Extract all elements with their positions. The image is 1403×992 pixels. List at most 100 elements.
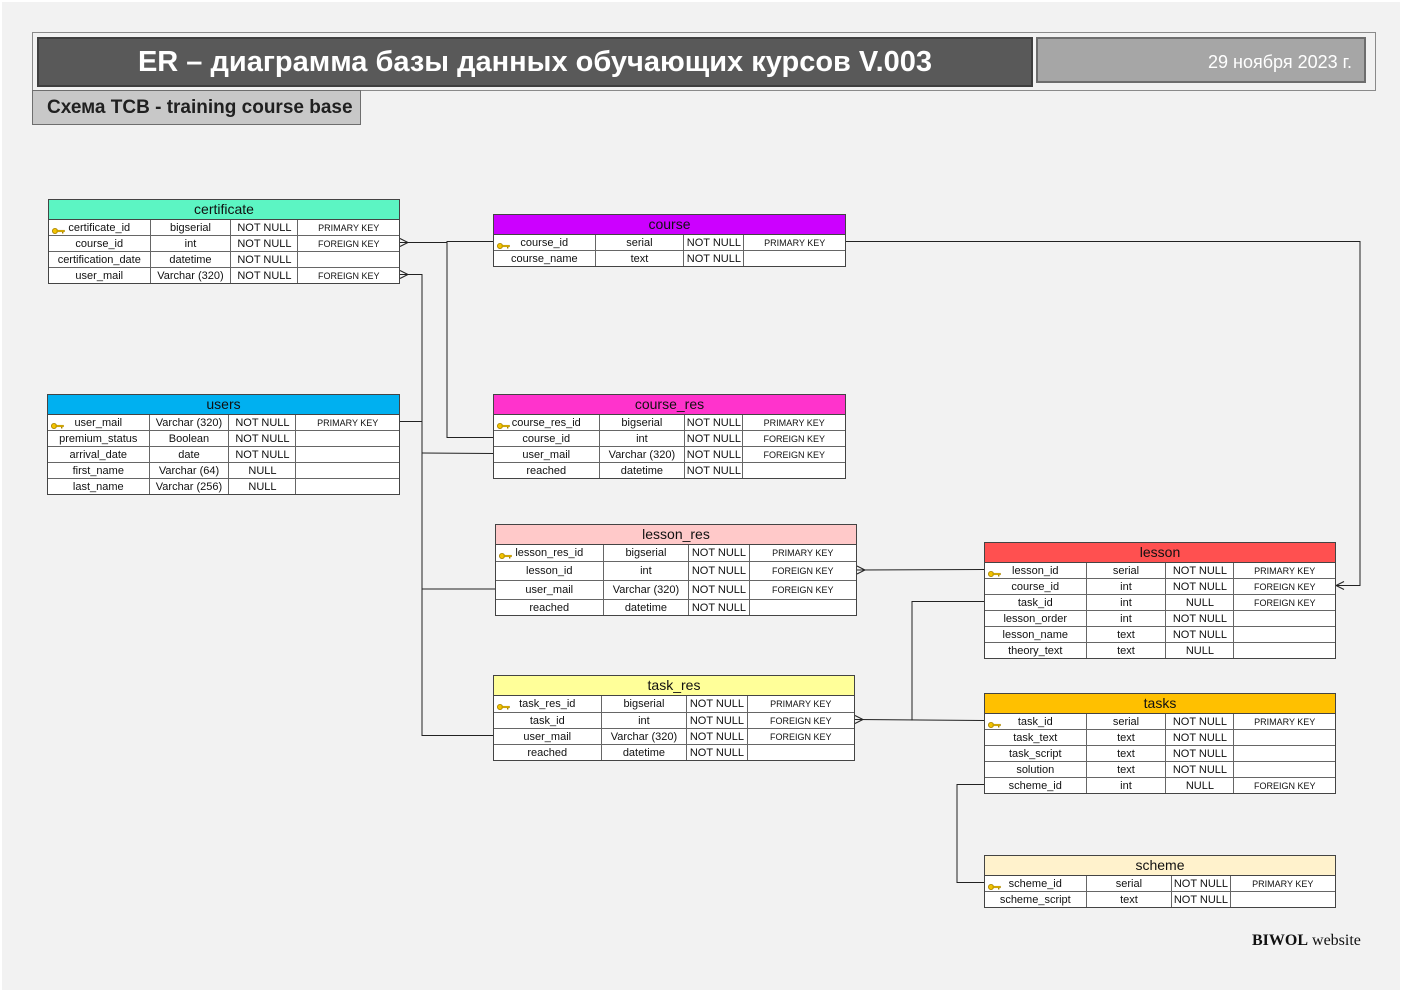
- crows-foot-marker: [856, 565, 867, 575]
- field-name: course_name: [494, 251, 596, 266]
- table-title: tasks: [985, 694, 1335, 714]
- field-nullability-text: NULL: [248, 480, 277, 493]
- field-constraint-text: FOREIGN KEY: [1253, 581, 1316, 592]
- field-nullability-text: NOT NULL: [235, 448, 290, 461]
- field-name-text: scheme_script: [999, 893, 1071, 906]
- field-nullability-text: NOT NULL: [1173, 893, 1229, 906]
- field-nullability: NOT NULL: [687, 745, 748, 760]
- field-constraint: PRIMARY KEY: [296, 415, 399, 430]
- field-nullability-text: NOT NULL: [689, 746, 745, 759]
- table-title: scheme: [985, 856, 1335, 876]
- table-title: lesson_res: [496, 525, 856, 545]
- field-nullability: NULL: [1166, 643, 1235, 658]
- field-constraint: FOREIGN KEY: [750, 562, 857, 580]
- field-name: scheme_script: [985, 892, 1087, 907]
- field-nullability-text: NOT NULL: [237, 237, 292, 250]
- field-name-text: user_mail: [522, 448, 571, 461]
- field-name: task_id: [985, 714, 1087, 729]
- field-nullability: NOT NULL: [685, 447, 744, 462]
- link-scheme-tasks: [956, 784, 984, 883]
- field-name-text: task_id: [1017, 715, 1053, 728]
- field-constraint: [743, 463, 845, 478]
- field-type: datetime: [600, 463, 686, 478]
- table-row: task_id serial NOT NULL PRIMARY KEY: [985, 714, 1335, 730]
- field-type-text: bigserial: [621, 416, 663, 429]
- field-name-text: reached: [527, 746, 568, 759]
- primary-key-icon: [497, 419, 510, 429]
- table-title: course: [494, 215, 845, 235]
- field-constraint: [296, 447, 399, 462]
- field-name: user_mail: [49, 268, 151, 283]
- field-name-text: solution: [1016, 763, 1055, 776]
- field-nullability: NOT NULL: [1166, 714, 1235, 729]
- field-type: text: [1087, 892, 1173, 907]
- field-name-text: lesson_order: [1003, 612, 1068, 625]
- field-nullability: NOT NULL: [689, 581, 750, 599]
- field-type: Varchar (320): [604, 581, 690, 599]
- field-constraint-text: PRIMARY KEY: [772, 548, 834, 558]
- field-nullability-text: NOT NULL: [691, 584, 747, 596]
- field-type-text: text: [630, 252, 649, 265]
- field-name-text: lesson_id: [1012, 564, 1059, 577]
- field-nullability: NOT NULL: [687, 713, 748, 728]
- primary-key-icon: [51, 419, 64, 429]
- field-type-text: bigserial: [625, 547, 667, 559]
- field-name-text: reached: [526, 464, 567, 477]
- field-type-text: datetime: [624, 601, 668, 614]
- field-constraint: [296, 479, 399, 494]
- field-nullability: NULL: [229, 479, 297, 494]
- field-name-text: user_mail: [523, 730, 572, 743]
- field-type: datetime: [602, 745, 688, 760]
- field-nullability: NOT NULL: [685, 431, 744, 446]
- field-nullability: NOT NULL: [685, 415, 744, 430]
- field-type: serial: [1087, 876, 1173, 891]
- field-nullability-text: NOT NULL: [235, 416, 290, 429]
- field-name: lesson_name: [985, 627, 1087, 642]
- field-nullability: NOT NULL: [687, 729, 748, 744]
- field-name-text: user_mail: [74, 416, 123, 429]
- link-course-course-res: [446, 241, 493, 438]
- field-type-text: int: [1120, 779, 1132, 792]
- field-name-text: lesson_name: [1002, 628, 1068, 641]
- field-constraint: PRIMARY KEY: [1234, 714, 1335, 729]
- field-name: scheme_id: [985, 778, 1087, 793]
- field-nullability: NOT NULL: [1172, 876, 1231, 891]
- field-constraint-text: PRIMARY KEY: [318, 222, 380, 233]
- field-name: reached: [494, 463, 600, 478]
- crows-foot-marker: [399, 270, 410, 279]
- field-nullability: NOT NULL: [1166, 730, 1235, 745]
- field-nullability-text: NOT NULL: [1172, 715, 1228, 728]
- field-constraint-text: FOREIGN KEY: [770, 731, 832, 742]
- field-type: text: [596, 251, 685, 266]
- field-name: last_name: [48, 479, 150, 494]
- primary-key-icon: [988, 567, 1001, 577]
- field-constraint-text: PRIMARY KEY: [764, 237, 826, 248]
- field-name-text: task_script: [1008, 747, 1062, 760]
- field-type-text: date: [178, 448, 200, 461]
- field-nullability: NOT NULL: [1166, 579, 1235, 594]
- field-name: task_id: [494, 713, 602, 728]
- primary-key-icon: [497, 701, 510, 710]
- field-name-text: lesson_id: [526, 565, 573, 577]
- field-type: datetime: [151, 252, 232, 267]
- field-constraint: FOREIGN KEY: [750, 581, 857, 599]
- field-nullability: NOT NULL: [231, 236, 299, 251]
- link-users-course-res: [421, 452, 494, 454]
- field-type-text: serial: [1112, 715, 1140, 728]
